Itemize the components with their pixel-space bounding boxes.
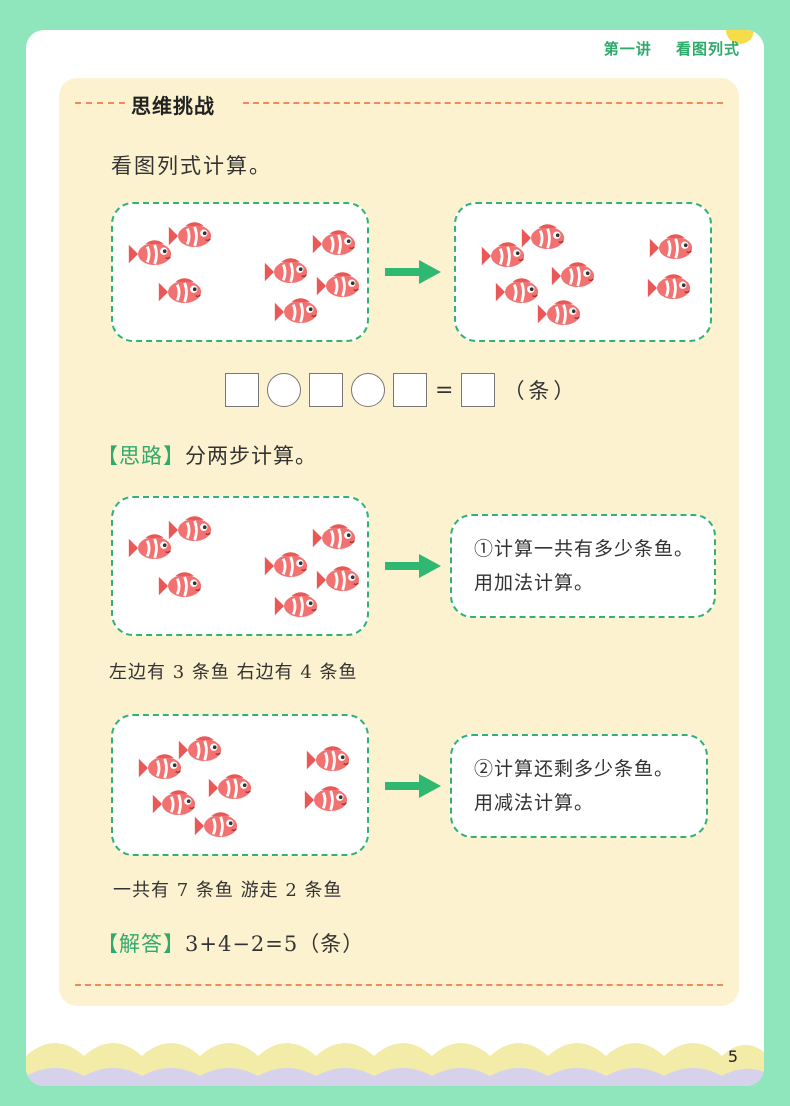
fish-icon <box>536 298 582 327</box>
fish-icon <box>193 810 239 839</box>
fish-icon <box>273 296 319 325</box>
answer-label: 【解答】 <box>97 932 185 956</box>
blank-square-1[interactable] <box>225 373 259 407</box>
instruction-text: 看图列式计算。 <box>111 154 272 178</box>
arrow-right-icon <box>385 554 441 578</box>
fish-icon <box>157 276 203 305</box>
fish-icon <box>520 222 566 251</box>
blank-square-3[interactable] <box>393 373 427 407</box>
fish-icon <box>315 564 361 593</box>
picture-box-step2 <box>111 714 369 856</box>
blank-circle-2[interactable] <box>351 373 385 407</box>
fish-icon <box>273 590 319 619</box>
answer-row: 【解答】3+4−2=5（条） <box>97 928 364 958</box>
unit-label: （条） <box>503 379 579 403</box>
fish-icon <box>315 270 361 299</box>
fish-icon <box>151 788 197 817</box>
fish-icon <box>263 550 309 579</box>
topic-label: 看图列式 <box>675 40 740 58</box>
step1-line2: 用加法计算。 <box>474 572 595 594</box>
fish-icon <box>263 256 309 285</box>
equation-blanks: = （条） <box>225 370 578 410</box>
step2-line2: 用减法计算。 <box>474 792 595 814</box>
fish-icon <box>157 570 203 599</box>
bottom-dash <box>75 984 723 986</box>
top-dash-left <box>75 102 125 104</box>
fish-icon <box>305 744 351 773</box>
blank-circle-1[interactable] <box>267 373 301 407</box>
fish-icon <box>167 220 213 249</box>
thinking-row: 【思路】分两步计算。 <box>97 440 317 470</box>
picture-box-after <box>454 202 712 342</box>
wave-decoration <box>26 1043 764 1086</box>
caption-step2: 一共有 7 条鱼 游走 2 条鱼 <box>113 880 343 901</box>
lecture-label: 第一讲 <box>603 40 652 58</box>
section-title: 思维挑战 <box>131 94 215 118</box>
fish-icon <box>303 784 349 813</box>
page: 第一讲 看图列式 思维挑战 看图列式计算。 <box>26 30 764 1086</box>
fish-icon <box>311 522 357 551</box>
answer-square[interactable] <box>461 373 496 407</box>
fish-icon <box>311 228 357 257</box>
fish-icon <box>648 232 694 261</box>
step2-note: ②计算还剩多少条鱼。 用减法计算。 <box>450 734 708 838</box>
arrow-right-icon <box>385 260 441 284</box>
step2-line1: ②计算还剩多少条鱼。 <box>474 758 675 780</box>
fish-icon <box>494 276 540 305</box>
step1-note: ①计算一共有多少条鱼。 用加法计算。 <box>450 514 716 618</box>
arrow-right-icon <box>385 774 441 798</box>
page-number: 5 <box>727 1047 738 1066</box>
caption-step1: 左边有 3 条鱼 右边有 4 条鱼 <box>109 662 358 683</box>
answer-text: 3+4−2=5（条） <box>185 932 365 956</box>
thinking-text: 分两步计算。 <box>185 444 317 468</box>
challenge-panel: 思维挑战 看图列式计算。 <box>59 78 739 1006</box>
step1-line1: ①计算一共有多少条鱼。 <box>474 538 695 560</box>
thinking-label: 【思路】 <box>97 444 185 468</box>
picture-box-before <box>111 202 369 342</box>
equals-sign: = <box>435 377 454 403</box>
fish-icon <box>167 514 213 543</box>
page-header: 第一讲 看图列式 <box>586 38 740 59</box>
fish-icon <box>207 772 253 801</box>
blank-square-2[interactable] <box>309 373 343 407</box>
fish-icon <box>646 272 692 301</box>
top-dash-right <box>243 102 723 104</box>
fish-icon <box>177 734 223 763</box>
picture-box-step1 <box>111 496 369 636</box>
fish-icon <box>550 260 596 289</box>
sun-decoration <box>726 30 754 44</box>
